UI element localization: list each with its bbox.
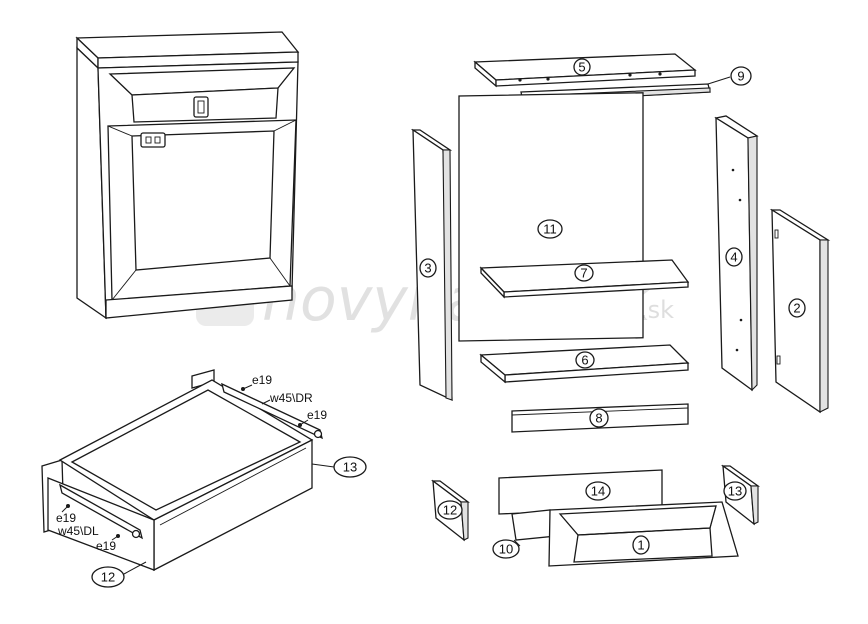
callout-label: 13 [343,460,357,475]
callout-9: 9 [707,66,752,86]
callout-label: 1 [637,538,644,553]
callout-14: 14 [585,481,611,501]
fitting-w45dl: w45\DL [57,524,99,538]
callout-12-drawer: 12 [91,561,147,588]
callout-label: 7 [580,266,587,281]
callout-8: 8 [589,408,609,428]
callout-label: 10 [499,542,513,557]
callout-label: 12 [443,503,457,518]
fitting-e19-left: e19 [56,511,76,525]
callout-3: 3 [419,258,437,278]
callout-label: 2 [793,301,800,316]
callout-12-part: 12 [437,500,463,520]
fitting-e19-top: e19 [252,373,272,387]
callout-2: 2 [788,298,806,318]
drawer-assembly [41,369,323,572]
callout-label: 12 [101,570,115,585]
callout-4: 4 [725,247,743,267]
callout-1: 1 [632,535,650,555]
fitting-e19-bottom: e19 [96,539,116,553]
callout-7: 7 [574,264,594,282]
callout-label: 14 [591,484,605,499]
callout-label: 11 [543,222,557,237]
fitting-w45dr: w45\DR [269,391,313,405]
watermark-suffix: .sk [640,296,674,324]
fitting-labels: e19 w45\DR e19 e19 w45\DL e19 [56,373,327,553]
callout-11: 11 [537,219,563,239]
callout-5: 5 [573,58,591,76]
callout-label: 5 [578,60,585,75]
callout-6: 6 [575,351,595,369]
callout-13-part: 13 [723,481,747,501]
callout-label: 13 [728,484,742,499]
callout-13-drawer: 13 [311,456,367,478]
callout-label: 8 [595,411,602,426]
callout-label: 4 [730,250,737,265]
part-drawer-front [548,501,739,567]
callout-label: 9 [737,69,744,84]
fitting-e19-right: e19 [307,408,327,422]
callout-label: 3 [424,261,431,276]
assembled-cabinet [75,31,300,320]
callout-label: 6 [581,353,588,368]
callout-10: 10 [492,539,521,559]
part-back-panel [458,92,644,342]
